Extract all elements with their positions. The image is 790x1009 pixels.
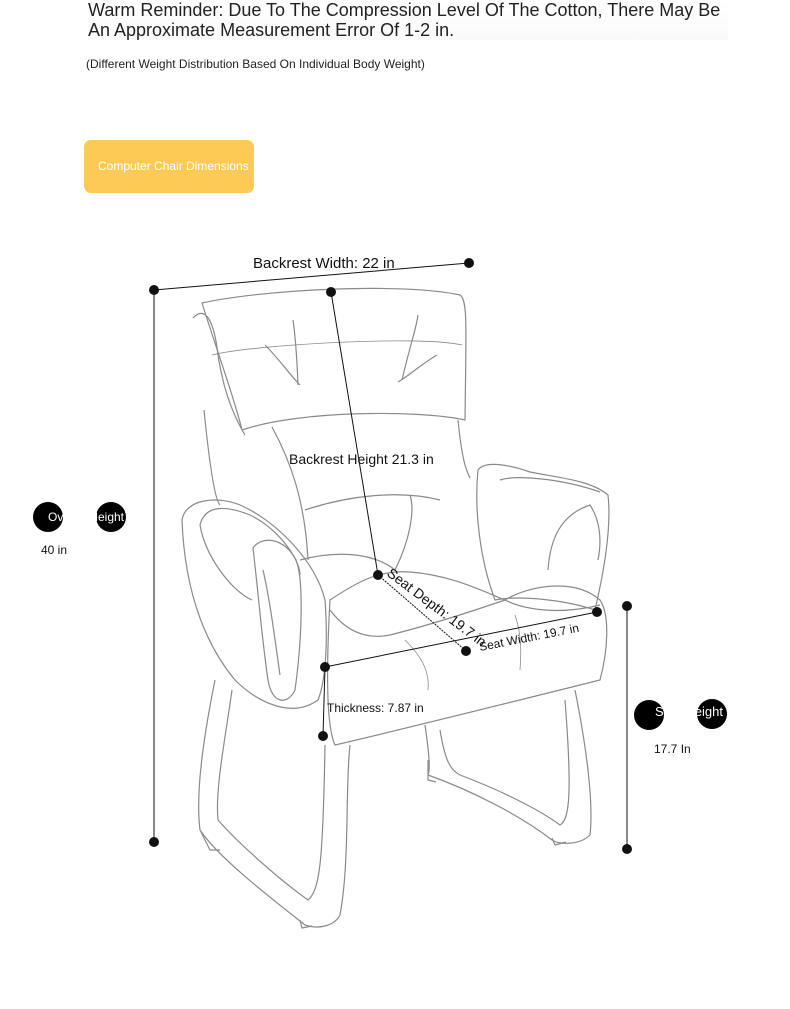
endpoint-dot [373, 570, 383, 580]
thickness-label: Thickness: 7.87 in [327, 701, 424, 715]
seat-depth-label: Seat Depth: 19.7 in [384, 565, 489, 650]
seat-height-value: 17.7 In [654, 742, 691, 756]
overall-height-label: Overall Height [48, 510, 125, 524]
endpoint-dot [461, 646, 471, 656]
backrest-width-label: Backrest Width: 22 in [253, 255, 395, 272]
endpoint-dot [464, 258, 474, 268]
backrest-width-line [153, 262, 470, 291]
seat-height-label: Seat Height [655, 704, 723, 719]
endpoint-dot [592, 607, 602, 617]
overall-height-value: 40 in [41, 543, 67, 557]
computer-chair-dimensions-button[interactable]: Computer Chair Dimensions [84, 140, 254, 193]
dimension-lines [153, 262, 628, 849]
dimension-endpoints [149, 258, 632, 854]
overall-height-badge: Overall Height [33, 502, 126, 532]
backrest-height-line [330, 291, 379, 576]
seat-width-line [324, 611, 598, 668]
backrest-height-label: Backrest Height 21.3 in [289, 451, 434, 467]
chair-illustration [181, 287, 610, 929]
endpoint-dot [326, 287, 336, 297]
weight-note: (Different Weight Distribution Based On … [86, 57, 425, 71]
warm-reminder-text: Warm Reminder: Due To The Compression Le… [88, 0, 728, 40]
endpoint-dot [149, 285, 159, 295]
endpoint-dot [622, 844, 632, 854]
thickness-line [322, 666, 326, 737]
endpoint-dot [622, 601, 632, 611]
endpoint-dot [318, 731, 328, 741]
seat-height-badge: Seat Height [634, 699, 727, 730]
endpoint-dot [320, 662, 330, 672]
seat-depth-line [377, 574, 467, 652]
endpoint-dot [149, 837, 159, 847]
